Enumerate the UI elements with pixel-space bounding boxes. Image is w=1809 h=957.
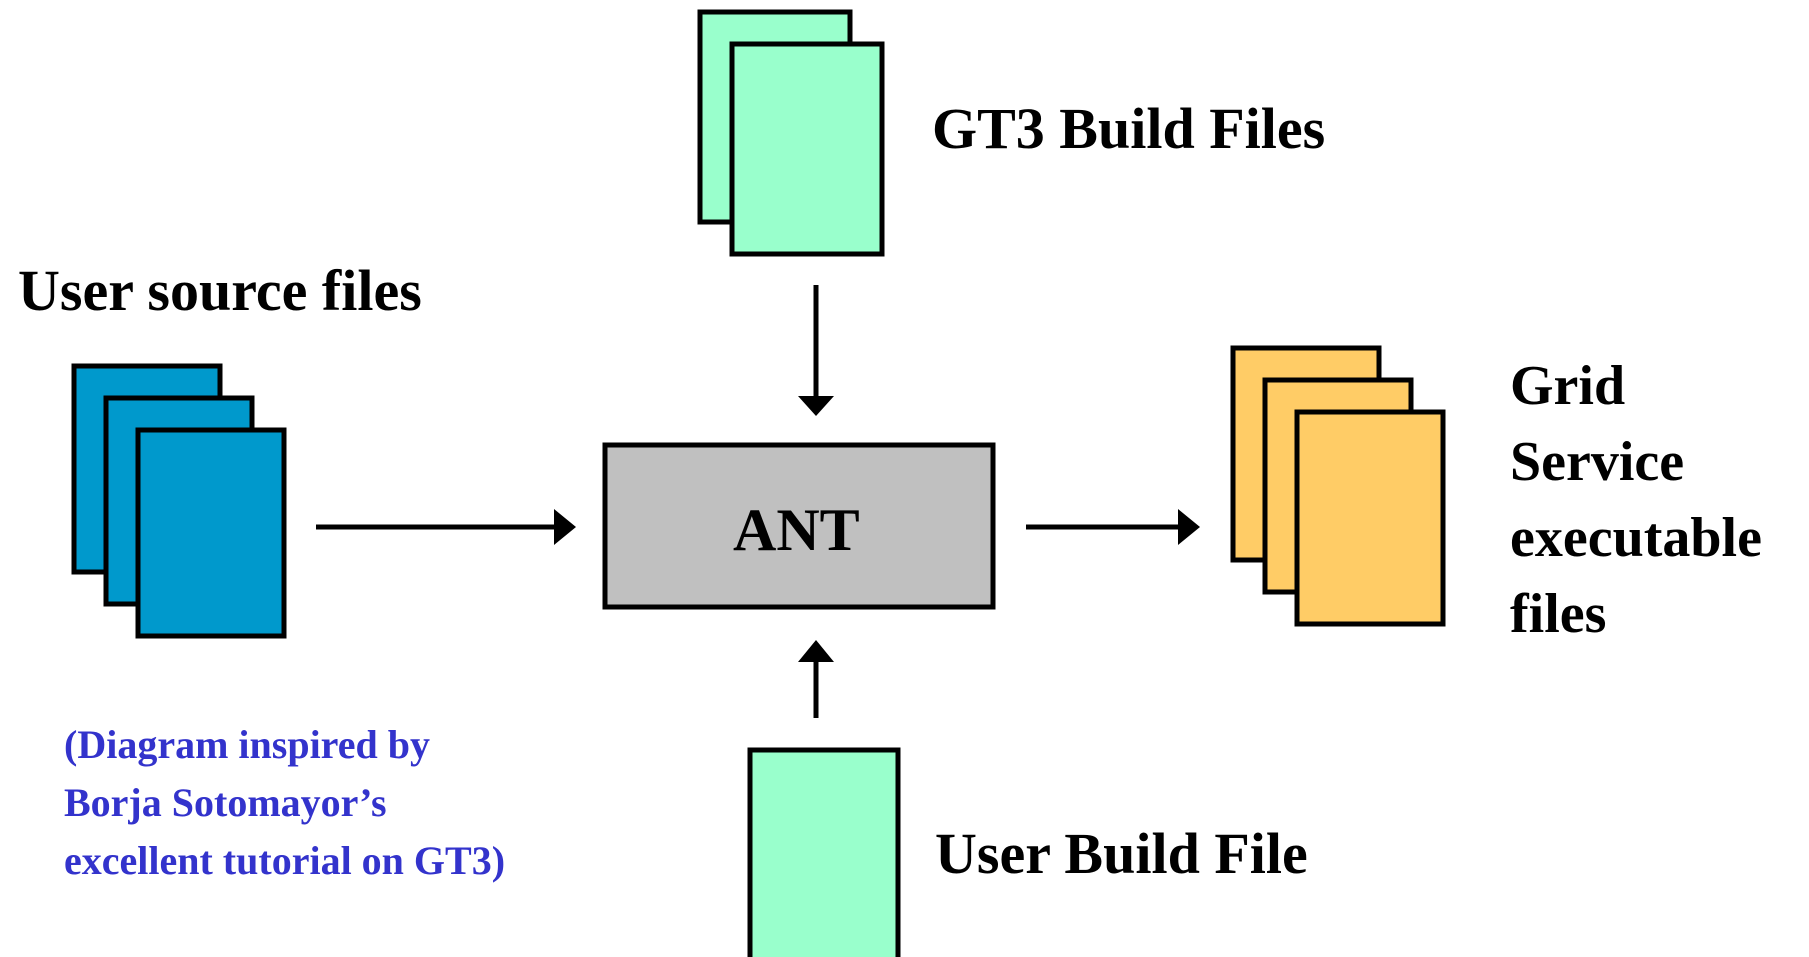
grid-service-files-icon [1230, 345, 1446, 627]
user-build-file-label: User Build File [935, 821, 1308, 886]
user-source-files-label: User source files [18, 258, 422, 323]
arrow-source-to-ant [316, 509, 576, 545]
credit-line-2: Borja Sotomayor’s [64, 780, 387, 825]
credit-line-1: (Diagram inspired by [64, 722, 430, 767]
credit-note: (Diagram inspired by Borja Sotomayor’s e… [64, 716, 505, 890]
grid-service-line-4: files [1510, 583, 1607, 645]
arrow-gt3-to-ant [798, 285, 834, 416]
gt3-build-files-label: GT3 Build Files [932, 96, 1326, 161]
grid-service-line-1: Grid [1510, 355, 1626, 417]
grid-service-label: Grid Service executable files [1510, 348, 1762, 652]
user-build-file-icon [747, 747, 901, 957]
credit-line-3: excellent tutorial on GT3) [64, 838, 506, 883]
grid-service-line-3: executable [1510, 507, 1762, 569]
arrow-userbuild-to-ant [798, 640, 834, 718]
gt3-build-files-icon [697, 9, 885, 257]
ant-box [602, 442, 996, 610]
ant-label: ANT [733, 497, 860, 563]
arrow-ant-to-output [1026, 509, 1200, 545]
grid-service-line-2: Service [1510, 431, 1685, 493]
user-source-files-icon [71, 363, 287, 639]
